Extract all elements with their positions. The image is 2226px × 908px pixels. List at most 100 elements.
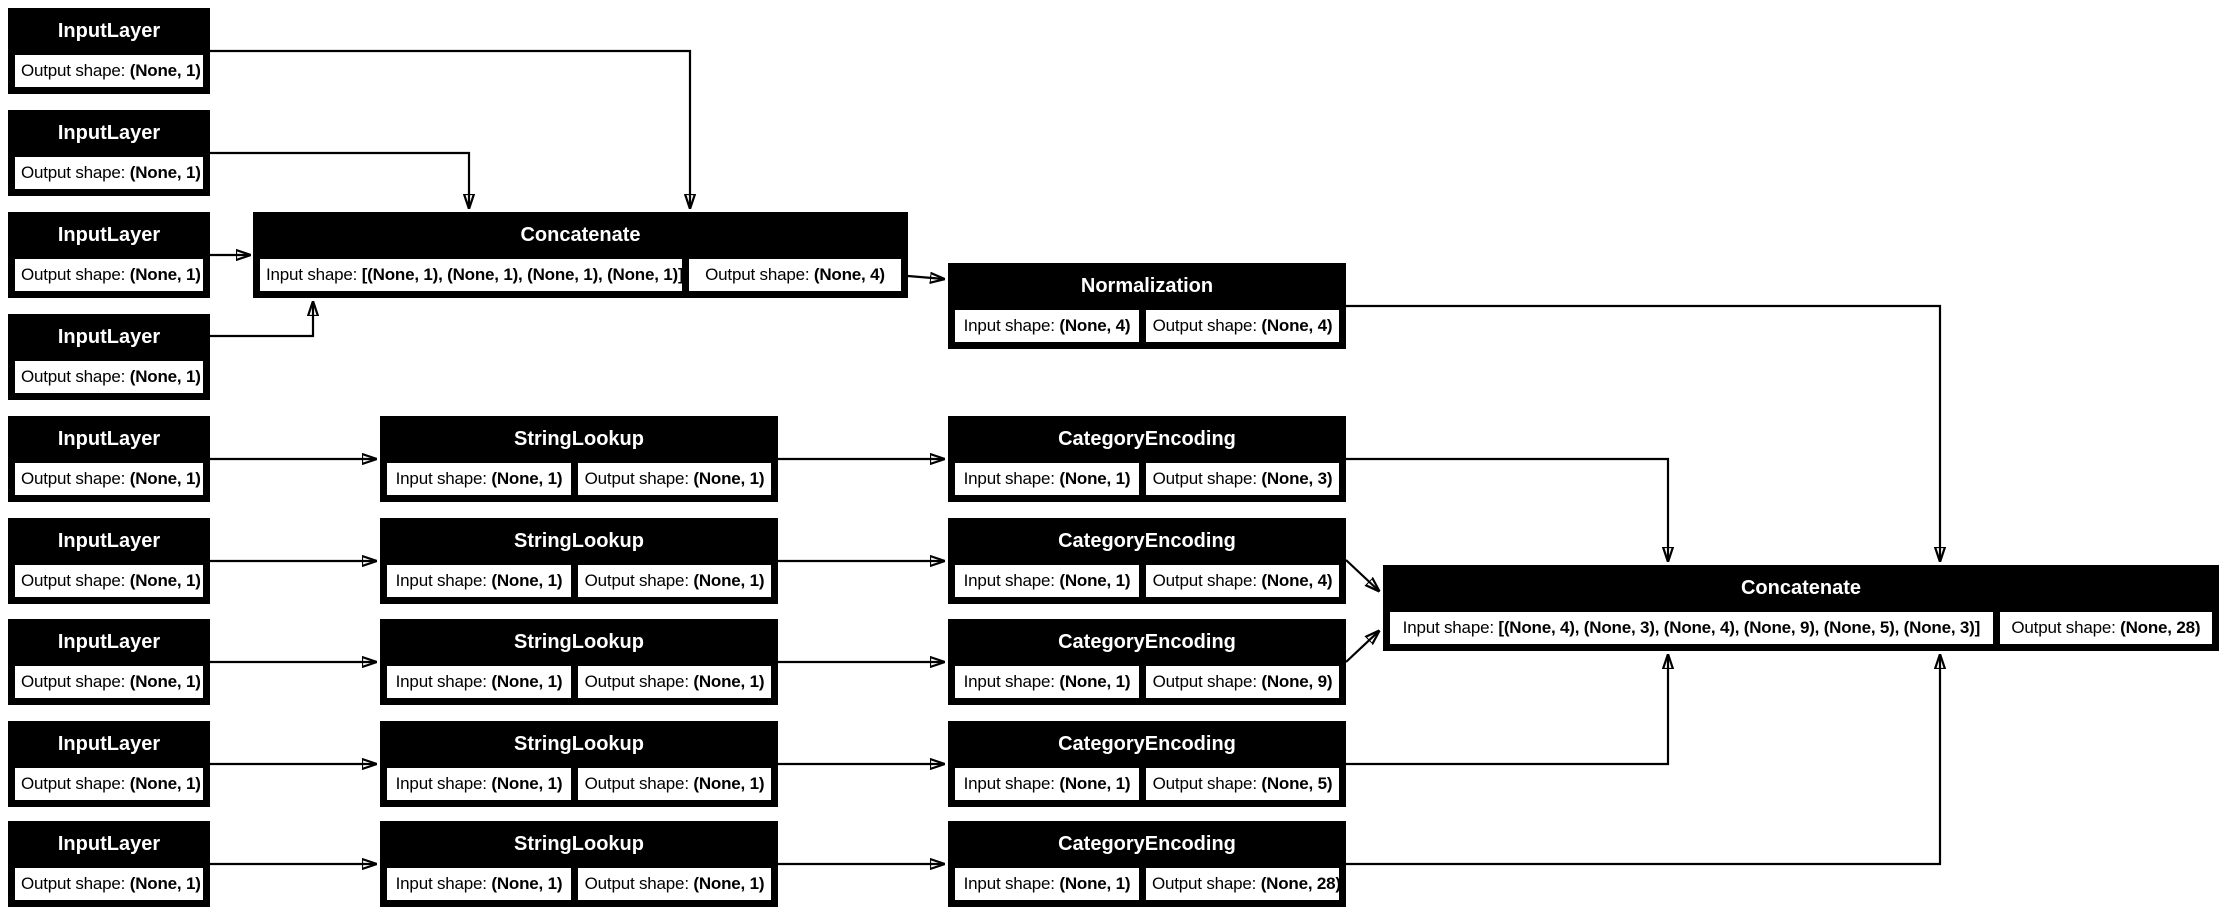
input-shape-value: [(None, 4), (None, 3), (None, 4), (None,… (1498, 618, 1981, 637)
node-inputlayer-8: InputLayer Output shape: (None, 1) (8, 721, 210, 807)
layer-title: StringLookup (383, 521, 775, 561)
output-shape-label: Output shape: (21, 265, 130, 284)
input-shape-label: Input shape: (963, 316, 1060, 335)
layer-title: CategoryEncoding (951, 724, 1343, 764)
input-shape-cell: Input shape: (None, 1) (953, 766, 1141, 802)
output-shape-label: Output shape: (584, 571, 694, 590)
layer-title: InputLayer (11, 622, 207, 662)
output-shape-label: Output shape: (21, 774, 130, 793)
node-inputlayer-7: InputLayer Output shape: (None, 1) (8, 619, 210, 705)
layer-title: InputLayer (11, 521, 207, 561)
node-inputlayer-6: InputLayer Output shape: (None, 1) (8, 518, 210, 604)
output-shape-cell: Output shape: (None, 1) (13, 664, 205, 700)
output-shape-cell: Output shape: (None, 1) (575, 563, 773, 599)
node-inputlayer-4: InputLayer Output shape: (None, 1) (8, 314, 210, 400)
node-categoryencoding-4: CategoryEncoding Input shape: (None, 1) … (948, 721, 1346, 807)
output-shape-value: (None, 4) (1261, 316, 1333, 335)
output-shape-cell: Output shape: (None, 1) (13, 866, 205, 902)
output-shape-label: Output shape: (584, 672, 694, 691)
input-shape-cell: Input shape: (None, 1) (953, 461, 1141, 497)
output-shape-value: (None, 1) (129, 265, 201, 284)
output-shape-cell: Output shape: (None, 4) (1143, 563, 1341, 599)
node-inputlayer-1: InputLayer Output shape: (None, 1) (8, 8, 210, 94)
input-shape-label: Input shape: (395, 672, 492, 691)
input-shape-value: (None, 1) (491, 672, 563, 691)
input-shape-label: Input shape: (266, 265, 362, 284)
output-shape-value: (None, 1) (129, 672, 201, 691)
layer-title: Concatenate (256, 215, 905, 255)
input-shape-label: Input shape: (395, 874, 492, 893)
input-shape-label: Input shape: (963, 571, 1060, 590)
output-shape-value: (None, 1) (129, 571, 201, 590)
input-shape-cell: Input shape: (None, 1) (385, 766, 573, 802)
edge-categoryencoding5-concatenate2 (1346, 655, 1940, 866)
input-shape-cell: Input shape: (None, 1) (385, 866, 573, 902)
layer-title: InputLayer (11, 113, 207, 153)
output-shape-label: Output shape: (1152, 571, 1262, 590)
layer-title: InputLayer (11, 317, 207, 357)
output-shape-label: Output shape: (2011, 618, 2121, 637)
node-stringlookup-3: StringLookup Input shape: (None, 1) Outp… (380, 619, 778, 705)
output-shape-value: (None, 1) (129, 774, 201, 793)
edge-inputlayer1-concatenate (210, 49, 690, 208)
node-inputlayer-2: InputLayer Output shape: (None, 1) (8, 110, 210, 196)
layer-title: CategoryEncoding (951, 419, 1343, 459)
node-concatenate-top: Concatenate Input shape: [(None, 1), (No… (253, 212, 908, 298)
layer-title: InputLayer (11, 824, 207, 864)
layer-title: CategoryEncoding (951, 622, 1343, 662)
node-inputlayer-9: InputLayer Output shape: (None, 1) (8, 821, 210, 907)
output-shape-value: (None, 4) (813, 265, 885, 284)
edge-categoryencoding1-concatenate2 (1346, 457, 1668, 561)
layer-title: StringLookup (383, 824, 775, 864)
output-shape-cell: Output shape: (None, 28) (1997, 610, 2214, 646)
input-shape-cell: Input shape: (None, 1) (385, 461, 573, 497)
edge-concatenate-normalization (907, 276, 944, 279)
output-shape-value: (None, 1) (693, 672, 765, 691)
layer-title: InputLayer (11, 419, 207, 459)
input-shape-label: Input shape: (395, 774, 492, 793)
output-shape-value: (None, 28) (1260, 874, 1341, 893)
output-shape-cell: Output shape: (None, 1) (575, 461, 773, 497)
output-shape-label: Output shape: (21, 672, 130, 691)
input-shape-label: Input shape: (395, 571, 492, 590)
layer-title: CategoryEncoding (951, 521, 1343, 561)
output-shape-value: (None, 4) (1261, 571, 1333, 590)
input-shape-cell: Input shape: [(None, 4), (None, 3), (Non… (1388, 610, 1995, 646)
output-shape-label: Output shape: (1152, 672, 1262, 691)
layer-title: Concatenate (1386, 568, 2216, 608)
input-shape-cell: Input shape: [(None, 1), (None, 1), (Non… (258, 257, 684, 293)
node-concatenate-final: Concatenate Input shape: [(None, 4), (No… (1383, 565, 2219, 651)
edge-categoryencoding4-concatenate2 (1346, 655, 1668, 766)
layer-title: CategoryEncoding (951, 824, 1343, 864)
output-shape-label: Output shape: (584, 874, 694, 893)
layer-title: StringLookup (383, 419, 775, 459)
output-shape-cell: Output shape: (None, 1) (575, 664, 773, 700)
output-shape-label: Output shape: (1152, 469, 1262, 488)
output-shape-cell: Output shape: (None, 1) (13, 766, 205, 802)
input-shape-value: (None, 1) (491, 874, 563, 893)
edge-categoryencoding2-concatenate2 (1345, 559, 1379, 591)
output-shape-value: (None, 1) (129, 61, 201, 80)
input-shape-value: (None, 1) (1059, 874, 1131, 893)
output-shape-cell: Output shape: (None, 1) (13, 257, 205, 293)
node-categoryencoding-2: CategoryEncoding Input shape: (None, 1) … (948, 518, 1346, 604)
node-stringlookup-5: StringLookup Input shape: (None, 1) Outp… (380, 821, 778, 907)
output-shape-cell: Output shape: (None, 1) (13, 155, 205, 191)
input-shape-cell: Input shape: (None, 1) (953, 563, 1141, 599)
output-shape-cell: Output shape: (None, 1) (13, 53, 205, 89)
output-shape-label: Output shape: (584, 774, 694, 793)
output-shape-value: (None, 1) (693, 571, 765, 590)
output-shape-cell: Output shape: (None, 1) (575, 766, 773, 802)
layer-title: InputLayer (11, 11, 207, 51)
output-shape-label: Output shape: (21, 61, 130, 80)
output-shape-cell: Output shape: (None, 1) (13, 359, 205, 395)
output-shape-cell: Output shape: (None, 1) (575, 866, 773, 902)
input-shape-value: (None, 1) (1059, 469, 1131, 488)
input-shape-label: Input shape: (963, 469, 1060, 488)
input-shape-cell: Input shape: (None, 1) (385, 563, 573, 599)
output-shape-label: Output shape: (1152, 774, 1262, 793)
edge-categoryencoding3-concatenate2 (1345, 631, 1379, 663)
node-categoryencoding-3: CategoryEncoding Input shape: (None, 1) … (948, 619, 1346, 705)
input-shape-cell: Input shape: (None, 1) (385, 664, 573, 700)
